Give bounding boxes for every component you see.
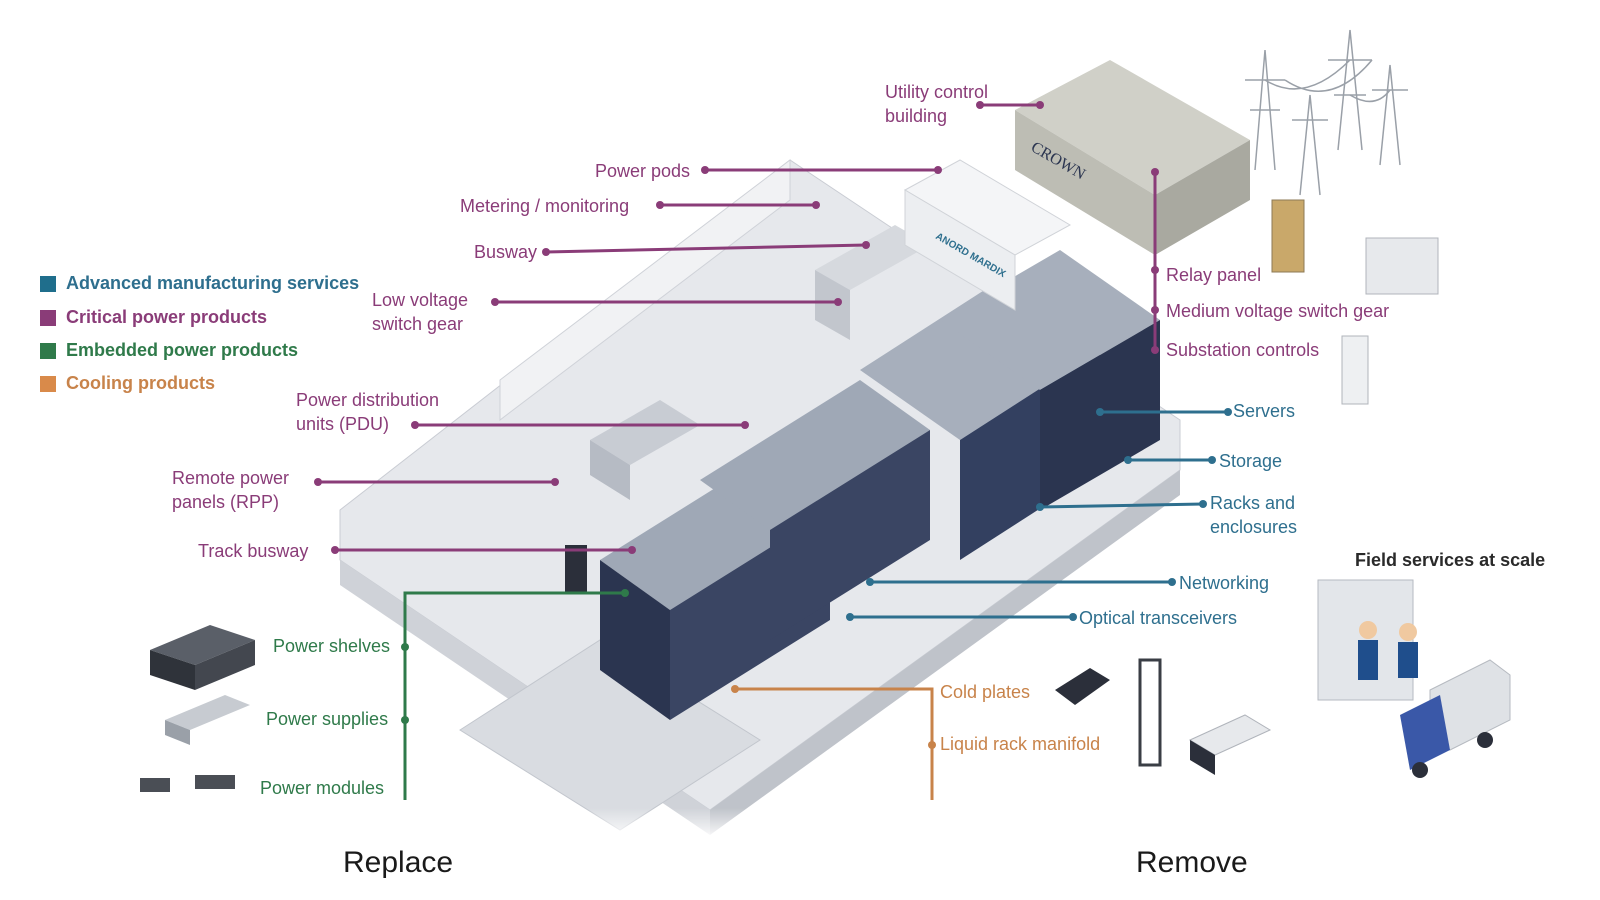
label-liquid-manifold: Liquid rack manifold (940, 734, 1101, 754)
label-storage: Storage (1219, 451, 1283, 471)
legend-label: Embedded power products (66, 340, 299, 360)
front-room (459, 639, 761, 831)
legend-swatch (40, 275, 56, 292)
label-rpp: Remote power panels (RPP) (172, 468, 290, 512)
replace-button[interactable]: Replace (343, 846, 454, 879)
critical-power-dots (314, 101, 1159, 554)
legend-item-advanced: Advanced manufacturing services (40, 273, 359, 294)
legend-swatch (40, 342, 56, 359)
legend-item-cooling: Cooling products (40, 373, 215, 394)
embedded-leaders (403, 591, 625, 800)
label-pdu: Power distribution units (PDU) (296, 390, 440, 434)
back-wall (499, 158, 791, 422)
legend-label: Advanced manufacturing services (66, 273, 360, 293)
field-service-scene (1317, 579, 1511, 778)
legend-label: Critical power products (66, 307, 268, 327)
label-racks: Racks and enclosures (1210, 493, 1298, 537)
label-track-busway: Track busway (198, 541, 309, 561)
advanced-mfg-leaders (850, 410, 1228, 619)
cooling-dots (731, 685, 936, 749)
legend-swatch (40, 375, 56, 392)
label-utility-control: Utility control building (885, 82, 989, 126)
label-substation: Substation controls (1166, 340, 1320, 360)
legend-item-critical: Critical power products (40, 307, 267, 328)
floor-edge-right (710, 470, 1180, 835)
label-power-pods: Power pods (595, 161, 691, 181)
label-metering: Metering / monitoring (460, 196, 630, 216)
electrical-rooms (565, 225, 930, 593)
rack-aisles (600, 250, 1160, 720)
label-power-modules: Power modules (260, 778, 385, 798)
label-medium-voltage: Medium voltage switch gear (1166, 301, 1390, 321)
legend-label: Cooling products (66, 373, 215, 393)
label-busway: Busway (474, 242, 538, 262)
substation-equipment (1271, 199, 1439, 405)
advanced-mfg-dots (846, 408, 1232, 621)
transmission-towers (1245, 29, 1408, 196)
critical-power-leaders (318, 103, 1157, 552)
label-relay-panel: Relay panel (1166, 265, 1262, 285)
label-cold-plates: Cold plates (940, 682, 1031, 702)
label-servers: Servers (1233, 401, 1296, 421)
utility-building: CROWN (1015, 60, 1250, 255)
label-power-shelves: Power shelves (273, 636, 391, 656)
label-low-voltage: Low voltage switch gear (372, 290, 469, 334)
field-services-title: Field services at scale (1355, 550, 1546, 570)
embedded-products (140, 625, 255, 792)
legend-item-embedded: Embedded power products (40, 340, 298, 361)
label-power-supplies: Power supplies (266, 709, 389, 729)
label-optical: Optical transceivers (1079, 608, 1238, 628)
legend-swatch (40, 309, 56, 326)
cooling-leaders (735, 687, 934, 800)
cooling-products (1055, 658, 1272, 775)
bottom-fade-overlay (0, 808, 1600, 900)
embedded-dots (401, 589, 629, 724)
label-networking: Networking (1179, 573, 1270, 593)
remove-button[interactable]: Remove (1136, 846, 1248, 879)
